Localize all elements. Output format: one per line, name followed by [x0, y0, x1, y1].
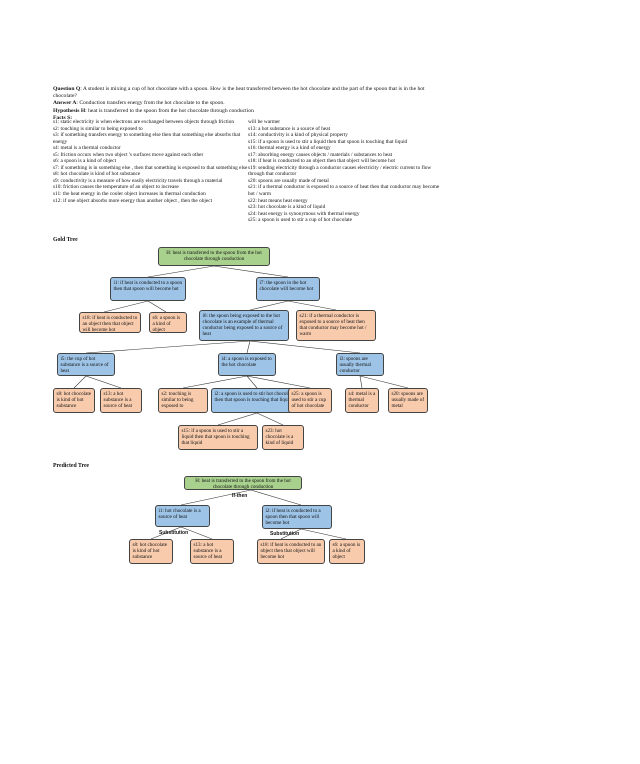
fact-item: s13: a hot substance is a source of heat — [248, 125, 331, 132]
fact-item: s10: friction causes the temperature of … — [53, 184, 179, 191]
predicted-root-edge-label: If-then — [232, 493, 248, 499]
fact-item: s6: a spoon is a kind of object — [53, 158, 117, 165]
gold-node-s23: s23: hot chocolate is a kind of liquid — [262, 425, 304, 450]
predicted-node-s6: s6: a spoon is a kind of object — [329, 539, 365, 564]
fact-item: s1: static electricity is when electrons… — [53, 119, 235, 125]
gold-node-s21: s21: if a thermal conductor is exposed t… — [296, 310, 376, 341]
hypothesis-line: Hypothesis H: heat is transferred to the… — [53, 107, 254, 114]
gold-node-i4: i4: a spoon is exposed to the hot chocol… — [218, 353, 276, 376]
gold-node-i3: i3: spoons are usually thermal conductor — [336, 353, 384, 376]
fact-item: s11: the heat energy in the cooler objec… — [53, 191, 206, 198]
facts-heading: Facts S: — [53, 114, 73, 121]
fact-item: s2: touching is similar to being exposed… — [53, 125, 143, 132]
gold-node-i1: i1: if heat is conducted to a spoon then… — [110, 277, 186, 301]
fact-item: s3: if something transfers energy to som… — [53, 132, 241, 145]
fact-item: will be warmer — [248, 119, 281, 125]
gold-node-s8: s8: hot chocolate is kind of hot substan… — [53, 388, 95, 413]
predicted-node-i2: i2: if heat is conducted to a spoon then… — [262, 505, 332, 529]
gold-node-s13: s13: a hot substance is a source of heat — [100, 388, 142, 413]
gold-node-s20: s20: spoons are usually made of metal — [388, 388, 428, 413]
fact-item: s14: conductivity is a kind of physical … — [248, 132, 348, 139]
qa-block: Question Q: A student is mixing a cup of… — [53, 86, 433, 122]
question-line: Question Q: A student is mixing a cup of… — [53, 86, 425, 100]
fact-item: s25: a spoon is used to stir a cup of ho… — [248, 217, 353, 224]
fact-item: s9: conductivity is a measure of how eas… — [53, 177, 223, 184]
predicted-root-hypothesis-node: H: heat is transferred to the spoon from… — [184, 476, 302, 490]
fact-item: s4: metal is a thermal conductor — [53, 145, 121, 152]
gold-node-i5: i5: the cup of hot substance is a source… — [57, 353, 115, 376]
gold-node-s4: s4: metal is a thermal conductor — [345, 388, 379, 413]
fact-item: s18: if heat is conducted to an object t… — [248, 158, 395, 165]
gold-node-i6: i6: the spoon being exposed to the hot c… — [199, 310, 289, 341]
gold-node-s18: s18: if heat is conducted to an object t… — [79, 312, 141, 333]
fact-item: s24: heat energy is synonymous with ther… — [248, 210, 360, 217]
fact-item: s7: if something is in something else , … — [53, 164, 248, 171]
fact-item: s8: hot chocolate is kind of hot substan… — [53, 171, 141, 178]
fact-item: s23: hot chocolate is a kind of liquid — [248, 204, 326, 211]
gold-node-i7: i7: the spoon in the hot chocolate will … — [256, 277, 320, 301]
fact-item: s12: if one object absorbs more energy t… — [53, 197, 213, 204]
predicted-node-s8: s8: hot chocolate is kind of hot substan… — [129, 539, 173, 564]
gold-tree-label: Gold Tree — [53, 237, 78, 243]
fact-item: s20: spoons are usually made of metal — [248, 177, 329, 184]
predicted-tree-label: Predicted Tree — [53, 463, 90, 469]
gold-node-s2: s2: touching is similar to being exposed… — [158, 388, 208, 413]
facts-left-column: s1: static electricity is when electrons… — [53, 119, 248, 204]
predicted-node-s18: s18: if heat is conducted to an object t… — [257, 539, 325, 564]
fact-item: s5: friction occurs when two object 's s… — [53, 151, 204, 158]
gold-node-s15: s15: if a spoon is used to stir a liquid… — [178, 425, 258, 450]
gold-node-s6: s6: a spoon is a kind of object — [149, 312, 187, 333]
predicted-left-edge-label: Substitution — [159, 530, 189, 536]
fact-item: s15: if a spoon is used to stir a liquid… — [248, 138, 408, 145]
answer-line: Answer A: Conduction transfers energy fr… — [53, 100, 225, 107]
fact-item: s22: heat means heat energy — [248, 197, 308, 204]
fact-item: s21: if a thermal conductor is exposed t… — [248, 184, 440, 198]
fact-item: s16: thermal energy is a kind of energy — [248, 145, 331, 152]
fact-item: s19: sending electricity through a condu… — [248, 164, 432, 178]
predicted-node-i1: i1: hot chocolate is a source of heat — [155, 505, 210, 527]
gold-node-s25: s25: a spoon is used to stir a cup of ho… — [288, 388, 332, 413]
predicted-node-s13: s13: a hot substance is a source of heat — [190, 539, 234, 564]
fact-item: s17: absorbing energy causes objects / m… — [248, 151, 393, 158]
gold-root-hypothesis-node: H: heat is transferred to the spoon from… — [158, 247, 270, 266]
gold-node-i2: i2: a spoon is used to stir hot chocolat… — [211, 388, 303, 413]
predicted-right-edge-label: Substitution — [270, 531, 300, 537]
facts-right-column: will be warmer s13: a hot substance is a… — [248, 119, 443, 224]
